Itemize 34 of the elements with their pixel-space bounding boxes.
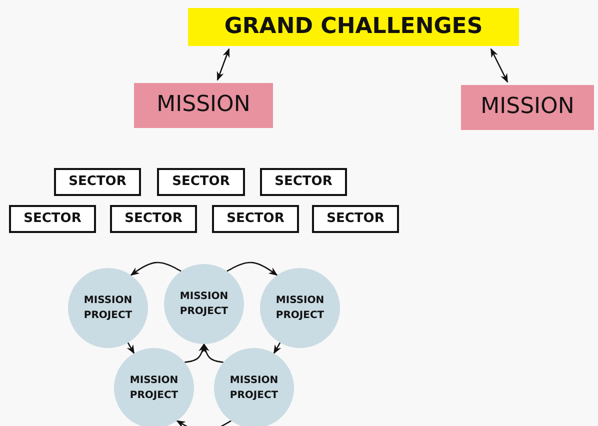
sector-box [110, 205, 197, 233]
sector-box [9, 205, 96, 233]
node-label: MISSION [156, 93, 250, 118]
node-label: MISSION [480, 95, 574, 120]
node-label: MISSION PROJECT [178, 290, 230, 319]
node-label: GRAND CHALLENGES [224, 14, 483, 40]
mission-box [134, 83, 273, 128]
arrow [216, 48, 230, 81]
arrow [130, 262, 182, 276]
sector-box [260, 168, 347, 196]
arrow [273, 342, 282, 354]
arrow [176, 420, 232, 426]
node-label: MISSION PROJECT [128, 374, 180, 403]
arrow [202, 343, 224, 363]
node-label: SECTOR [274, 174, 332, 190]
node-label: SECTOR [172, 174, 230, 190]
sector-box [54, 168, 141, 196]
sector-box [212, 205, 299, 233]
title-banner [188, 8, 519, 46]
node-label: SECTOR [326, 212, 384, 226]
node-label: SECTOR [24, 212, 82, 226]
node-label: SECTOR [226, 212, 284, 226]
node-label: SECTOR [124, 212, 182, 226]
node-label: MISSION PROJECT [228, 374, 280, 403]
arrow [490, 48, 508, 83]
sector-box [312, 205, 399, 233]
mission-box [461, 85, 594, 130]
arrow [126, 342, 135, 354]
node-label: MISSION PROJECT [82, 294, 134, 323]
arrow [184, 343, 206, 363]
arrow [226, 262, 278, 276]
node-label: MISSION PROJECT [274, 294, 326, 323]
sector-box [157, 168, 245, 196]
node-label: SECTOR [68, 174, 126, 190]
